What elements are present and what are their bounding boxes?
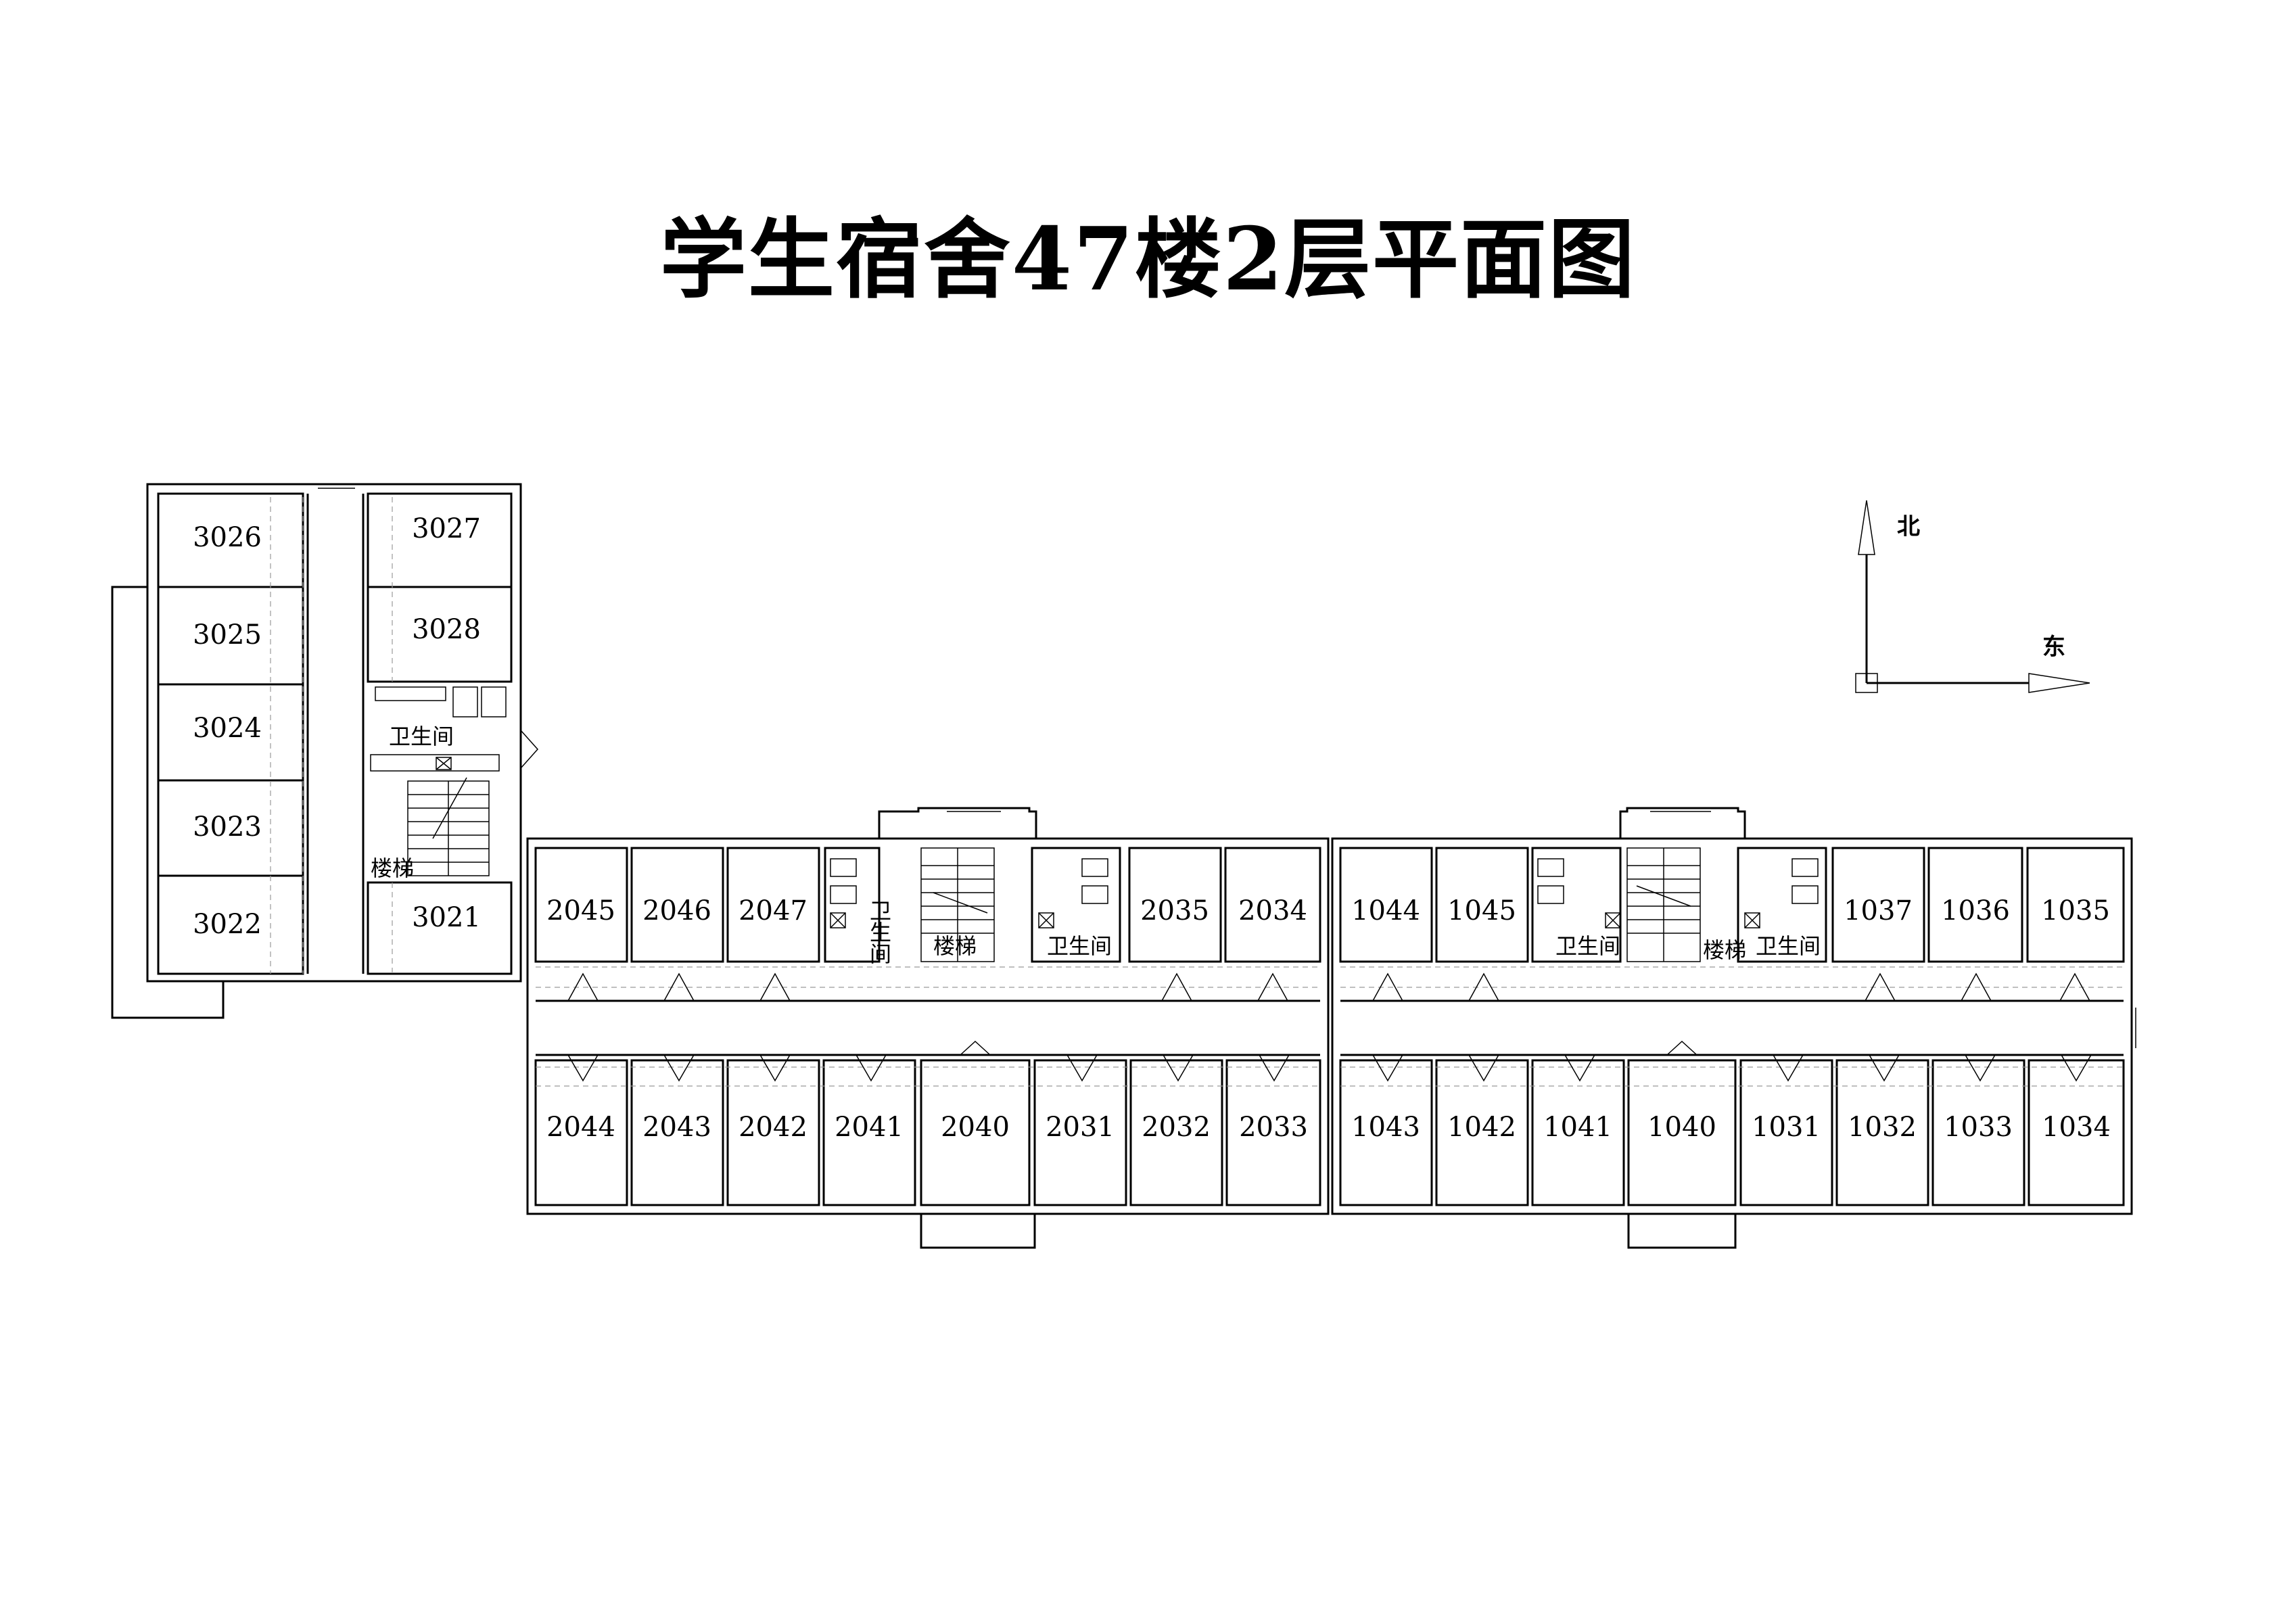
east-stairs-label: 楼梯 [1703,937,1746,963]
room-3028: 3028 [412,614,481,645]
room-2032: 2032 [1142,1112,1211,1143]
room-1037: 1037 [1844,895,1913,926]
room-2047: 2047 [739,895,807,926]
middle-stairs-text: 楼梯 [933,933,977,959]
room-2033: 2033 [1239,1112,1308,1143]
room-3022: 3022 [193,909,262,940]
room-1036: 1036 [1941,895,2010,926]
room-3025: 3025 [193,619,262,651]
room-1031: 1031 [1752,1112,1821,1143]
room-3023: 3023 [193,811,262,843]
room-2045: 2045 [546,895,615,926]
middle-stairs [920,847,995,962]
east-arrow-icon [2028,673,2090,693]
room-3024: 3024 [193,713,262,744]
room-1044: 1044 [1351,895,1420,926]
east-stairs [1626,847,1701,962]
room-2042: 2042 [739,1112,807,1143]
room-3027: 3027 [412,513,481,544]
room-1042: 1042 [1447,1112,1516,1143]
room-2041: 2041 [835,1112,904,1143]
room-1040: 1040 [1647,1112,1716,1143]
east-restroom-label-1: 卫生间 [1555,933,1620,959]
east-restroom-label-2: 卫生间 [1756,933,1821,959]
north-label: 北 [1897,513,1920,540]
room-1033: 1033 [1944,1112,2013,1143]
room-2040: 2040 [941,1112,1010,1143]
room-2034: 2034 [1238,895,1307,926]
east-restroom-text-1: 卫生间 [1555,933,1620,959]
room-1043: 1043 [1351,1112,1420,1143]
room-3021: 3021 [412,902,481,933]
room-2035: 2035 [1140,895,1209,926]
middle-stairs-label: 楼梯 [933,933,977,959]
west-restroom-label: 卫生间 [389,724,454,749]
middle-restroom-text-1: 卫生间 [866,899,892,964]
east-label: 东 [2042,634,2065,661]
page-title: 学生宿舍47楼2层平面图 [659,209,1637,310]
room-1041: 1041 [1543,1112,1612,1143]
room-1035: 1035 [2041,895,2110,926]
east-wing: 卫生间 楼梯 卫生间 1044 1045 1037 1036 1035 1043… [1331,807,2136,1249]
room-2031: 2031 [1046,1112,1115,1143]
room-1034: 1034 [2042,1112,2111,1143]
middle-restroom-label-2: 卫生间 [1047,933,1112,959]
west-stairs-label: 楼梯 [371,855,414,881]
room-1032: 1032 [1848,1112,1917,1143]
east-restroom-text-2: 卫生间 [1756,933,1821,959]
compass: 北 东 [1855,500,2090,693]
room-2046: 2046 [642,895,711,926]
room-1045: 1045 [1447,895,1516,926]
middle-wing: 卫生间 楼梯 卫生间 2045 2046 2047 2035 2034 2044… [526,807,1330,1249]
middle-restroom-text-2: 卫生间 [1047,933,1112,959]
room-2044: 2044 [546,1112,615,1143]
north-arrow-icon [1858,500,1875,555]
room-3026: 3026 [193,522,262,553]
west-stairs [407,777,490,876]
east-stairs-text: 楼梯 [1703,937,1746,963]
room-2043: 2043 [642,1112,711,1143]
middle-restroom-label-1: 卫生间 [866,899,892,964]
west-wing: 卫生间 楼梯 3026 3025 3024 3023 3022 3027 302… [111,483,539,1019]
